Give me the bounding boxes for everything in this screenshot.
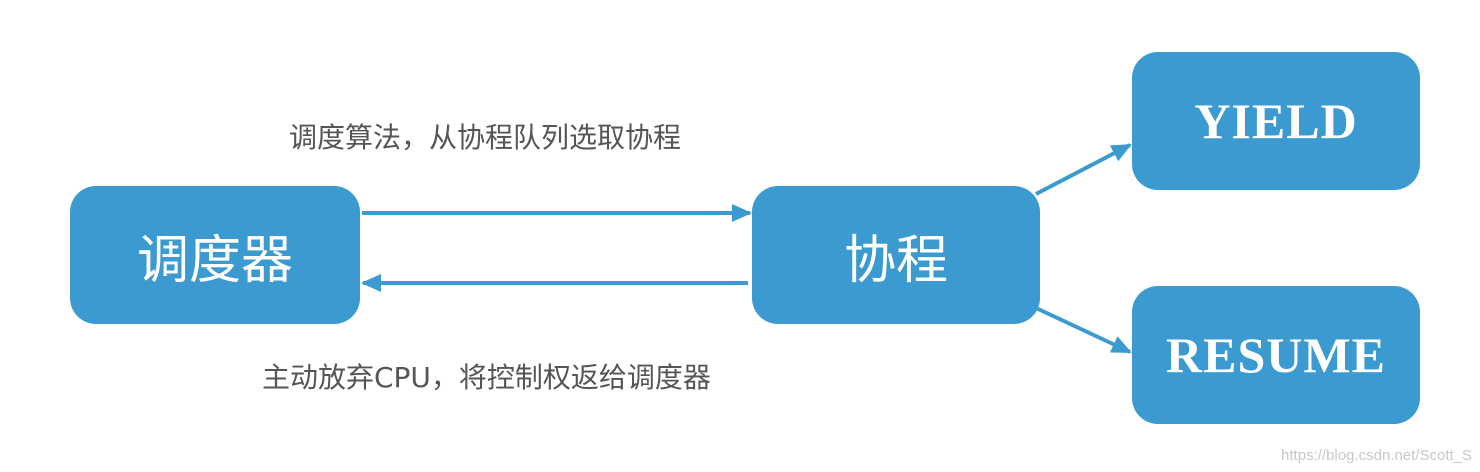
resume-node: RESUME xyxy=(1132,286,1420,424)
yield-node: YIELD xyxy=(1132,52,1420,190)
coroutine-node-label: 协程 xyxy=(843,230,948,291)
scheduler-node: 调度器 xyxy=(70,186,360,324)
forward-edge-label: 调度算法，从协程队列选取协程 xyxy=(289,121,682,154)
backward-edge-label: 主动放弃CPU，将控制权返给调度器 xyxy=(262,361,711,394)
yield-node-label: YIELD xyxy=(1194,93,1358,149)
arrow-coroutine-to-yield xyxy=(1035,143,1132,196)
resume-node-label: RESUME xyxy=(1166,327,1386,383)
arrow-coroutine-to-resume xyxy=(1035,306,1132,354)
watermark-text: https://blog.csdn.net/Scott_S xyxy=(1281,447,1472,464)
coroutine-node: 协程 xyxy=(752,186,1040,324)
scheduler-node-label: 调度器 xyxy=(136,230,293,291)
